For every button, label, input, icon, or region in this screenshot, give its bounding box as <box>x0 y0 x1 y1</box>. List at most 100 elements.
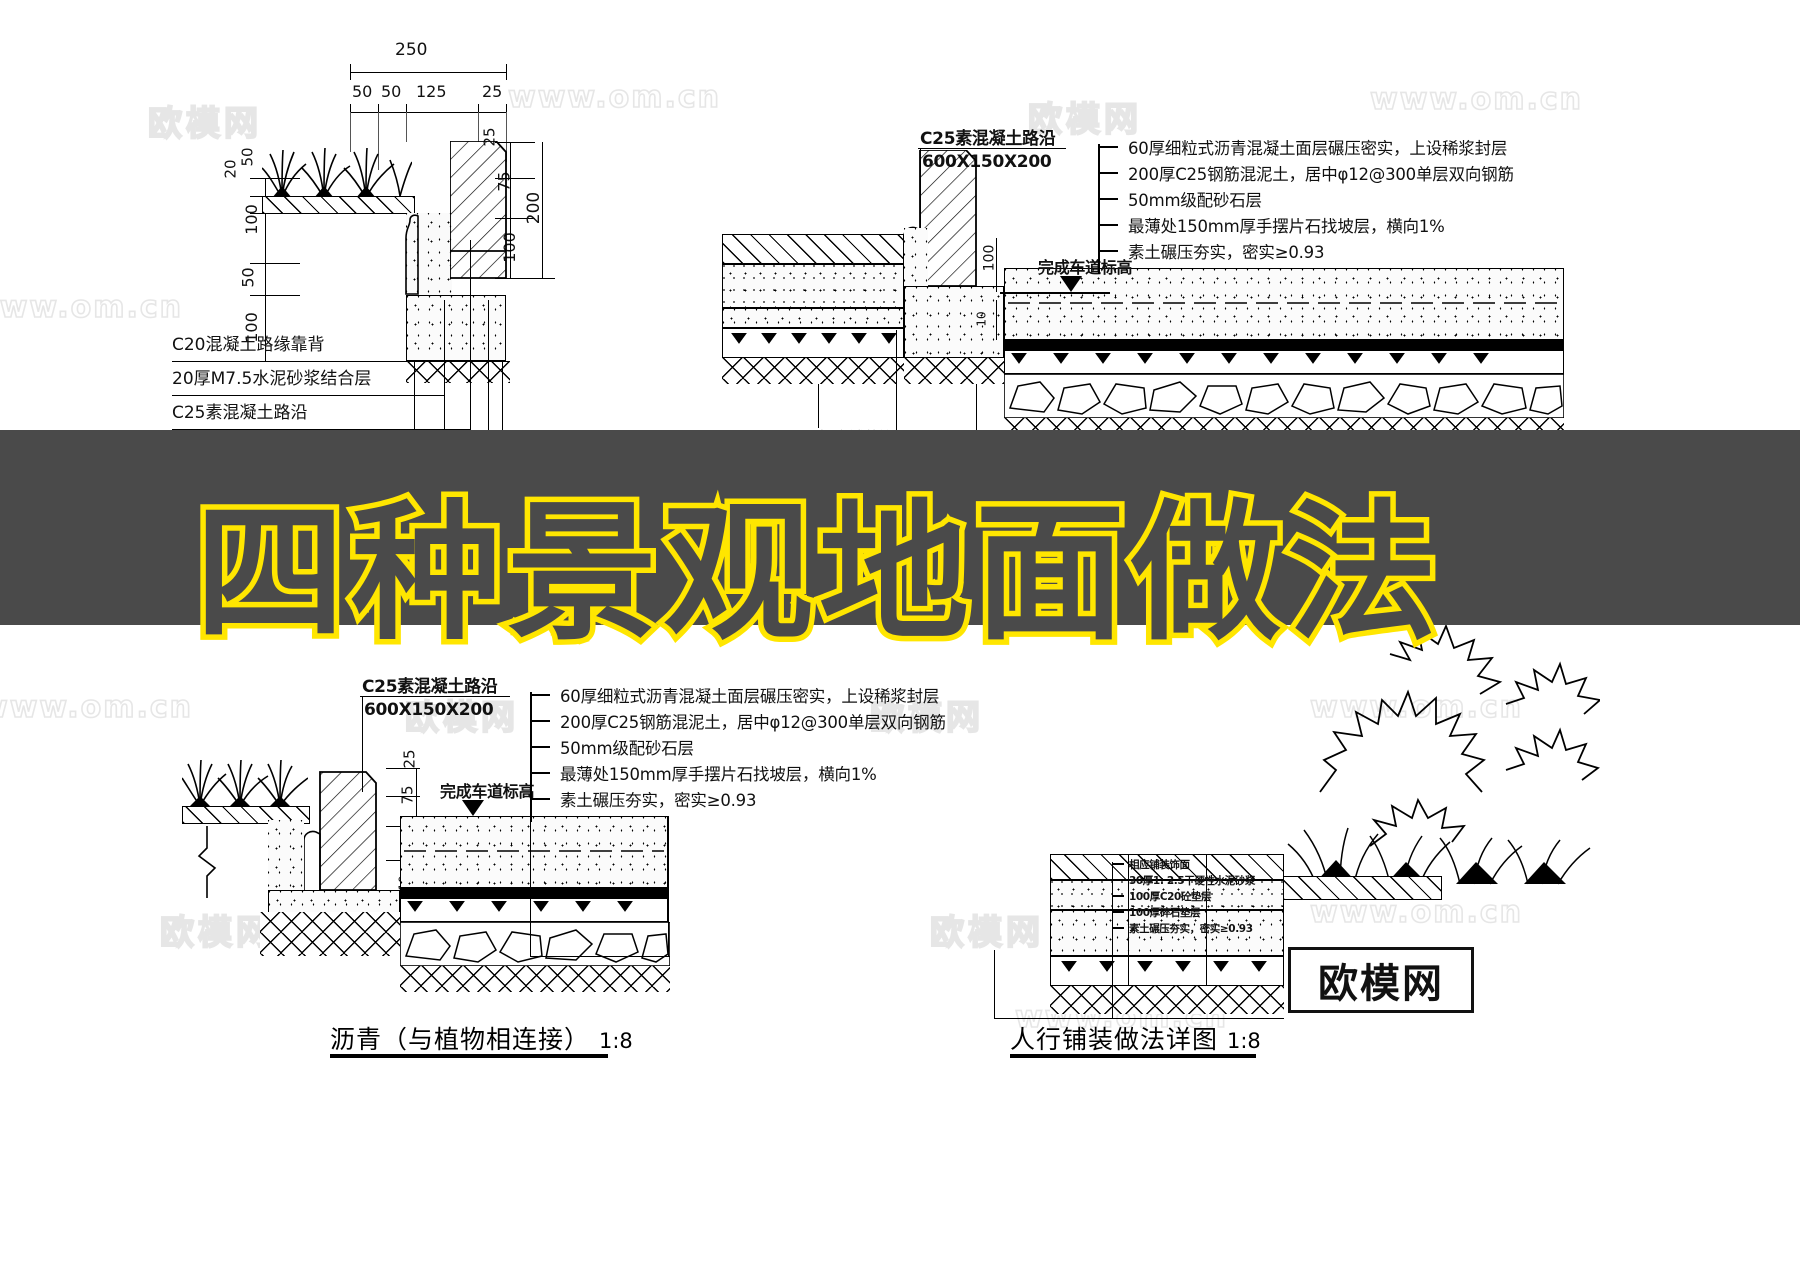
detail-3-asphalt-planting-section: C25素混凝土路沿 600X150X200 <box>0 620 946 1273</box>
note-row: 200厚C25钢筋混泥土，居中φ12@300单层双向钢筋 <box>530 708 946 734</box>
note-text: 50mm级配砂石层 <box>1128 191 1262 210</box>
dim-75-3: 75 <box>398 785 417 805</box>
note-row: 素土碾压夯实，密实≥0.93 <box>1112 920 1255 936</box>
note-row: 素土碾压夯实，密实≥0.93 <box>1098 238 1514 264</box>
note-row: 20厚M7.5水泥砂浆结合层 <box>172 364 512 398</box>
dim-50-a: 50 <box>352 82 373 101</box>
note-text: C25素混凝土路沿 <box>172 403 308 423</box>
crushed-stone-layer-4 <box>1050 956 1284 986</box>
reinforced-concrete-slab <box>1004 268 1564 340</box>
note-text: 200厚C25钢筋混泥土，居中φ12@300单层双向钢筋 <box>1128 165 1514 184</box>
overlay-title: 四种景观地面做法 <box>189 482 1444 667</box>
note-row: 30厚1: 2.5干硬性水泥砂浆 <box>1112 872 1255 888</box>
curb-base-concrete-2 <box>904 286 1004 358</box>
concrete-base-4 <box>1050 910 1284 956</box>
note-row: C20混凝土路缘靠背 <box>172 330 512 364</box>
note-text: C20混凝土路缘靠背 <box>172 335 325 355</box>
break-line-symbol <box>197 826 217 898</box>
dim-25-top: 25 <box>482 82 503 101</box>
note-row: 相应铺装饰面 <box>1112 856 1255 872</box>
dim-20: 20 <box>221 159 240 179</box>
note-text: 200厚C25钢筋混泥土，居中φ12@300单层双向钢筋 <box>560 713 946 732</box>
note-text: 素土碾压夯实，密实≥0.93 <box>1129 922 1253 935</box>
compacted-soil-mid <box>904 358 1008 384</box>
graded-sand-layer <box>1004 350 1564 374</box>
note-text: 50mm级配砂石层 <box>560 739 694 758</box>
reinforced-concrete-slab-3 <box>400 816 668 888</box>
curb-haunch-concrete <box>406 213 452 295</box>
curb-block <box>450 141 507 279</box>
crushed-stone-layer-left <box>722 328 904 358</box>
note-row: 50mm级配砂石层 <box>530 734 946 760</box>
detail-4-notes: 相应铺装饰面 30厚1: 2.5干硬性水泥砂浆 100厚C20砼垫层 100厚碎… <box>1112 856 1255 942</box>
dim-100-left-a: 100 <box>241 204 261 235</box>
finished-road-level-label: 完成车道标高 <box>1038 258 1133 277</box>
logo-text: 欧模网 <box>1318 961 1444 1007</box>
grass-icon <box>262 147 412 199</box>
rebar-line <box>1008 302 1560 304</box>
planting-soil-layer-4 <box>1282 876 1442 900</box>
note-text: 素土碾压夯实，密实≥0.93 <box>560 791 757 810</box>
note-row: 最薄处150mm厚手摆片石找坡层，横向1% <box>1098 212 1514 238</box>
dim-50-b: 50 <box>381 82 402 101</box>
note-text: 最薄处150mm厚手摆片石找坡层，横向1% <box>560 765 877 784</box>
caption-text: 人行铺装做法详图 <box>1010 1025 1219 1054</box>
mortar-layer-left <box>722 264 904 308</box>
detail-3-caption: 沥青（与植物相连接） 1:8 <box>330 1020 633 1056</box>
caption-scale: 1:8 <box>598 1029 633 1053</box>
dim-50-left-b: 50 <box>238 267 258 288</box>
compacted-soil-3-left <box>260 912 406 956</box>
finished-road-level-label-3: 完成车道标高 <box>440 782 535 801</box>
detail-2-notes-right: 60厚细粒式沥青混凝土面层碾压密实，上设稀浆封层 200厚C25钢筋混泥土，居中… <box>1098 134 1514 274</box>
asphalt-surface-layer <box>1004 340 1564 350</box>
detail-3-notes: 60厚细粒式沥青混凝土面层碾压密实，上设稀浆封层 200厚C25钢筋混泥土，居中… <box>530 682 946 822</box>
note-text: 20厚M7.5水泥砂浆结合层 <box>172 369 372 389</box>
note-text: 100厚碎石垫层 <box>1129 906 1201 919</box>
detail-3-size: 600X150X200 <box>364 700 494 720</box>
note-row: 素土碾压夯实，密实≥0.93 <box>530 786 946 812</box>
detail-4-caption: 人行铺装做法详图 1:8 <box>1010 1020 1261 1056</box>
level-marker-triangle <box>1060 276 1082 292</box>
dim-10-2: 10 <box>974 311 989 327</box>
detail-2-asphalt-paving-section: C25素混凝土路沿 600X150X200 <box>700 0 1800 600</box>
paving-surface-left <box>722 234 904 264</box>
note-row: 50mm级配砂石层 <box>1098 186 1514 212</box>
note-text: 相应铺装饰面 <box>1129 858 1190 871</box>
mortar-layer-4 <box>1050 880 1284 910</box>
note-row: 60厚细粒式沥青混凝土面层碾压密实，上设稀浆封层 <box>1098 134 1514 160</box>
grass-icon <box>182 759 308 807</box>
compacted-soil-left <box>722 358 904 384</box>
dim-125: 125 <box>416 82 447 101</box>
hand-placed-rubble-layer <box>1004 374 1564 418</box>
note-text: 素土碾压夯实，密实≥0.93 <box>1128 243 1325 262</box>
note-text: 30厚1: 2.5干硬性水泥砂浆 <box>1129 874 1255 887</box>
concrete-base-left <box>722 308 904 328</box>
graded-sand-layer-3 <box>400 898 668 922</box>
compacted-soil-3-right <box>400 966 670 992</box>
compacted-soil-hatch <box>406 361 510 383</box>
title-overlay-band <box>0 430 1800 625</box>
note-text: 60厚细粒式沥青混凝土面层碾压密实，上设稀浆封层 <box>1128 139 1508 158</box>
note-row: 100厚C20砼垫层 <box>1112 888 1255 904</box>
note-row: 100厚碎石垫层 <box>1112 904 1255 920</box>
planting-soil-layer <box>262 196 415 214</box>
note-text: 60厚细粒式沥青混凝土面层碾压密实，上设稀浆封层 <box>560 687 940 706</box>
detail-2-title: C25素混凝土路沿 <box>920 129 1056 149</box>
note-text: 最薄处150mm厚手摆片石找坡层，横向1% <box>1128 217 1445 236</box>
planting-soil-layer-3 <box>182 806 310 824</box>
dim-100-2: 100 <box>981 244 998 272</box>
paving-surface-4 <box>1050 854 1284 880</box>
compacted-soil-4 <box>1050 986 1284 1014</box>
haunch-outline <box>405 214 419 295</box>
level-marker-triangle-3 <box>462 800 484 816</box>
note-text: 100厚C20砼垫层 <box>1129 890 1212 903</box>
caption-scale: 1:8 <box>1226 1029 1261 1053</box>
site-logo: 欧模网 <box>1288 947 1474 1013</box>
note-row: C25素混凝土路沿 <box>172 398 512 432</box>
rebar-line-3 <box>404 850 664 852</box>
dim-50-left: 50 <box>238 147 257 167</box>
note-row: 200厚C25钢筋混泥土，居中φ12@300单层双向钢筋 <box>1098 160 1514 186</box>
detail-4-pedestrian-paving-section: 相应铺装饰面 30厚1: 2.5干硬性水泥砂浆 100厚C20砼垫层 100厚碎… <box>960 620 1800 1273</box>
hand-placed-rubble-layer-3 <box>400 922 670 966</box>
